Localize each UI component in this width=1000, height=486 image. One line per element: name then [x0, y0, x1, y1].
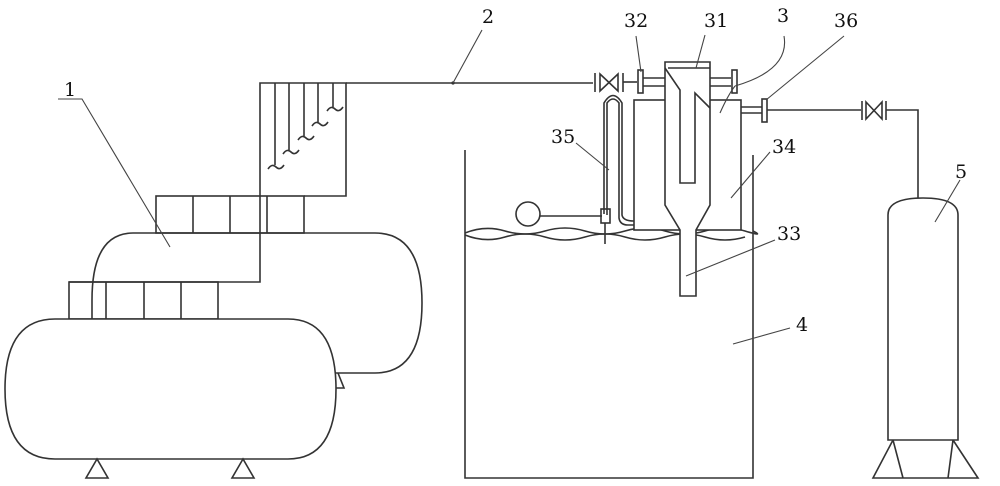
- label-3: 3: [777, 5, 789, 27]
- leader-lines: [58, 29, 961, 345]
- inlet-flange-32: [637, 69, 665, 94]
- label-5: 5: [955, 161, 967, 183]
- float-valve: [515, 201, 611, 244]
- inlet-valve: [594, 72, 637, 93]
- label-4: 4: [796, 314, 808, 336]
- u-tube-35: [603, 94, 635, 226]
- label-2: 2: [482, 6, 494, 28]
- outlet-flange-36: [741, 98, 861, 123]
- label-36: 36: [834, 10, 858, 32]
- label-33: 33: [777, 223, 801, 245]
- support-leg: [230, 457, 256, 479]
- label-34: 34: [772, 136, 796, 158]
- gas-cylinder-5: [871, 197, 980, 479]
- back-tank-connectors: [155, 195, 305, 234]
- label-1: 1: [64, 79, 76, 101]
- label-31: 31: [704, 10, 728, 32]
- label-32: 32: [624, 10, 648, 32]
- label-35: 35: [551, 126, 575, 148]
- support-leg: [84, 457, 110, 479]
- manifold: [69, 81, 593, 283]
- back-storage-tank: [91, 232, 423, 389]
- front-storage-tank: [4, 281, 337, 479]
- separator-31: [664, 61, 738, 297]
- outlet-valve: [861, 99, 919, 198]
